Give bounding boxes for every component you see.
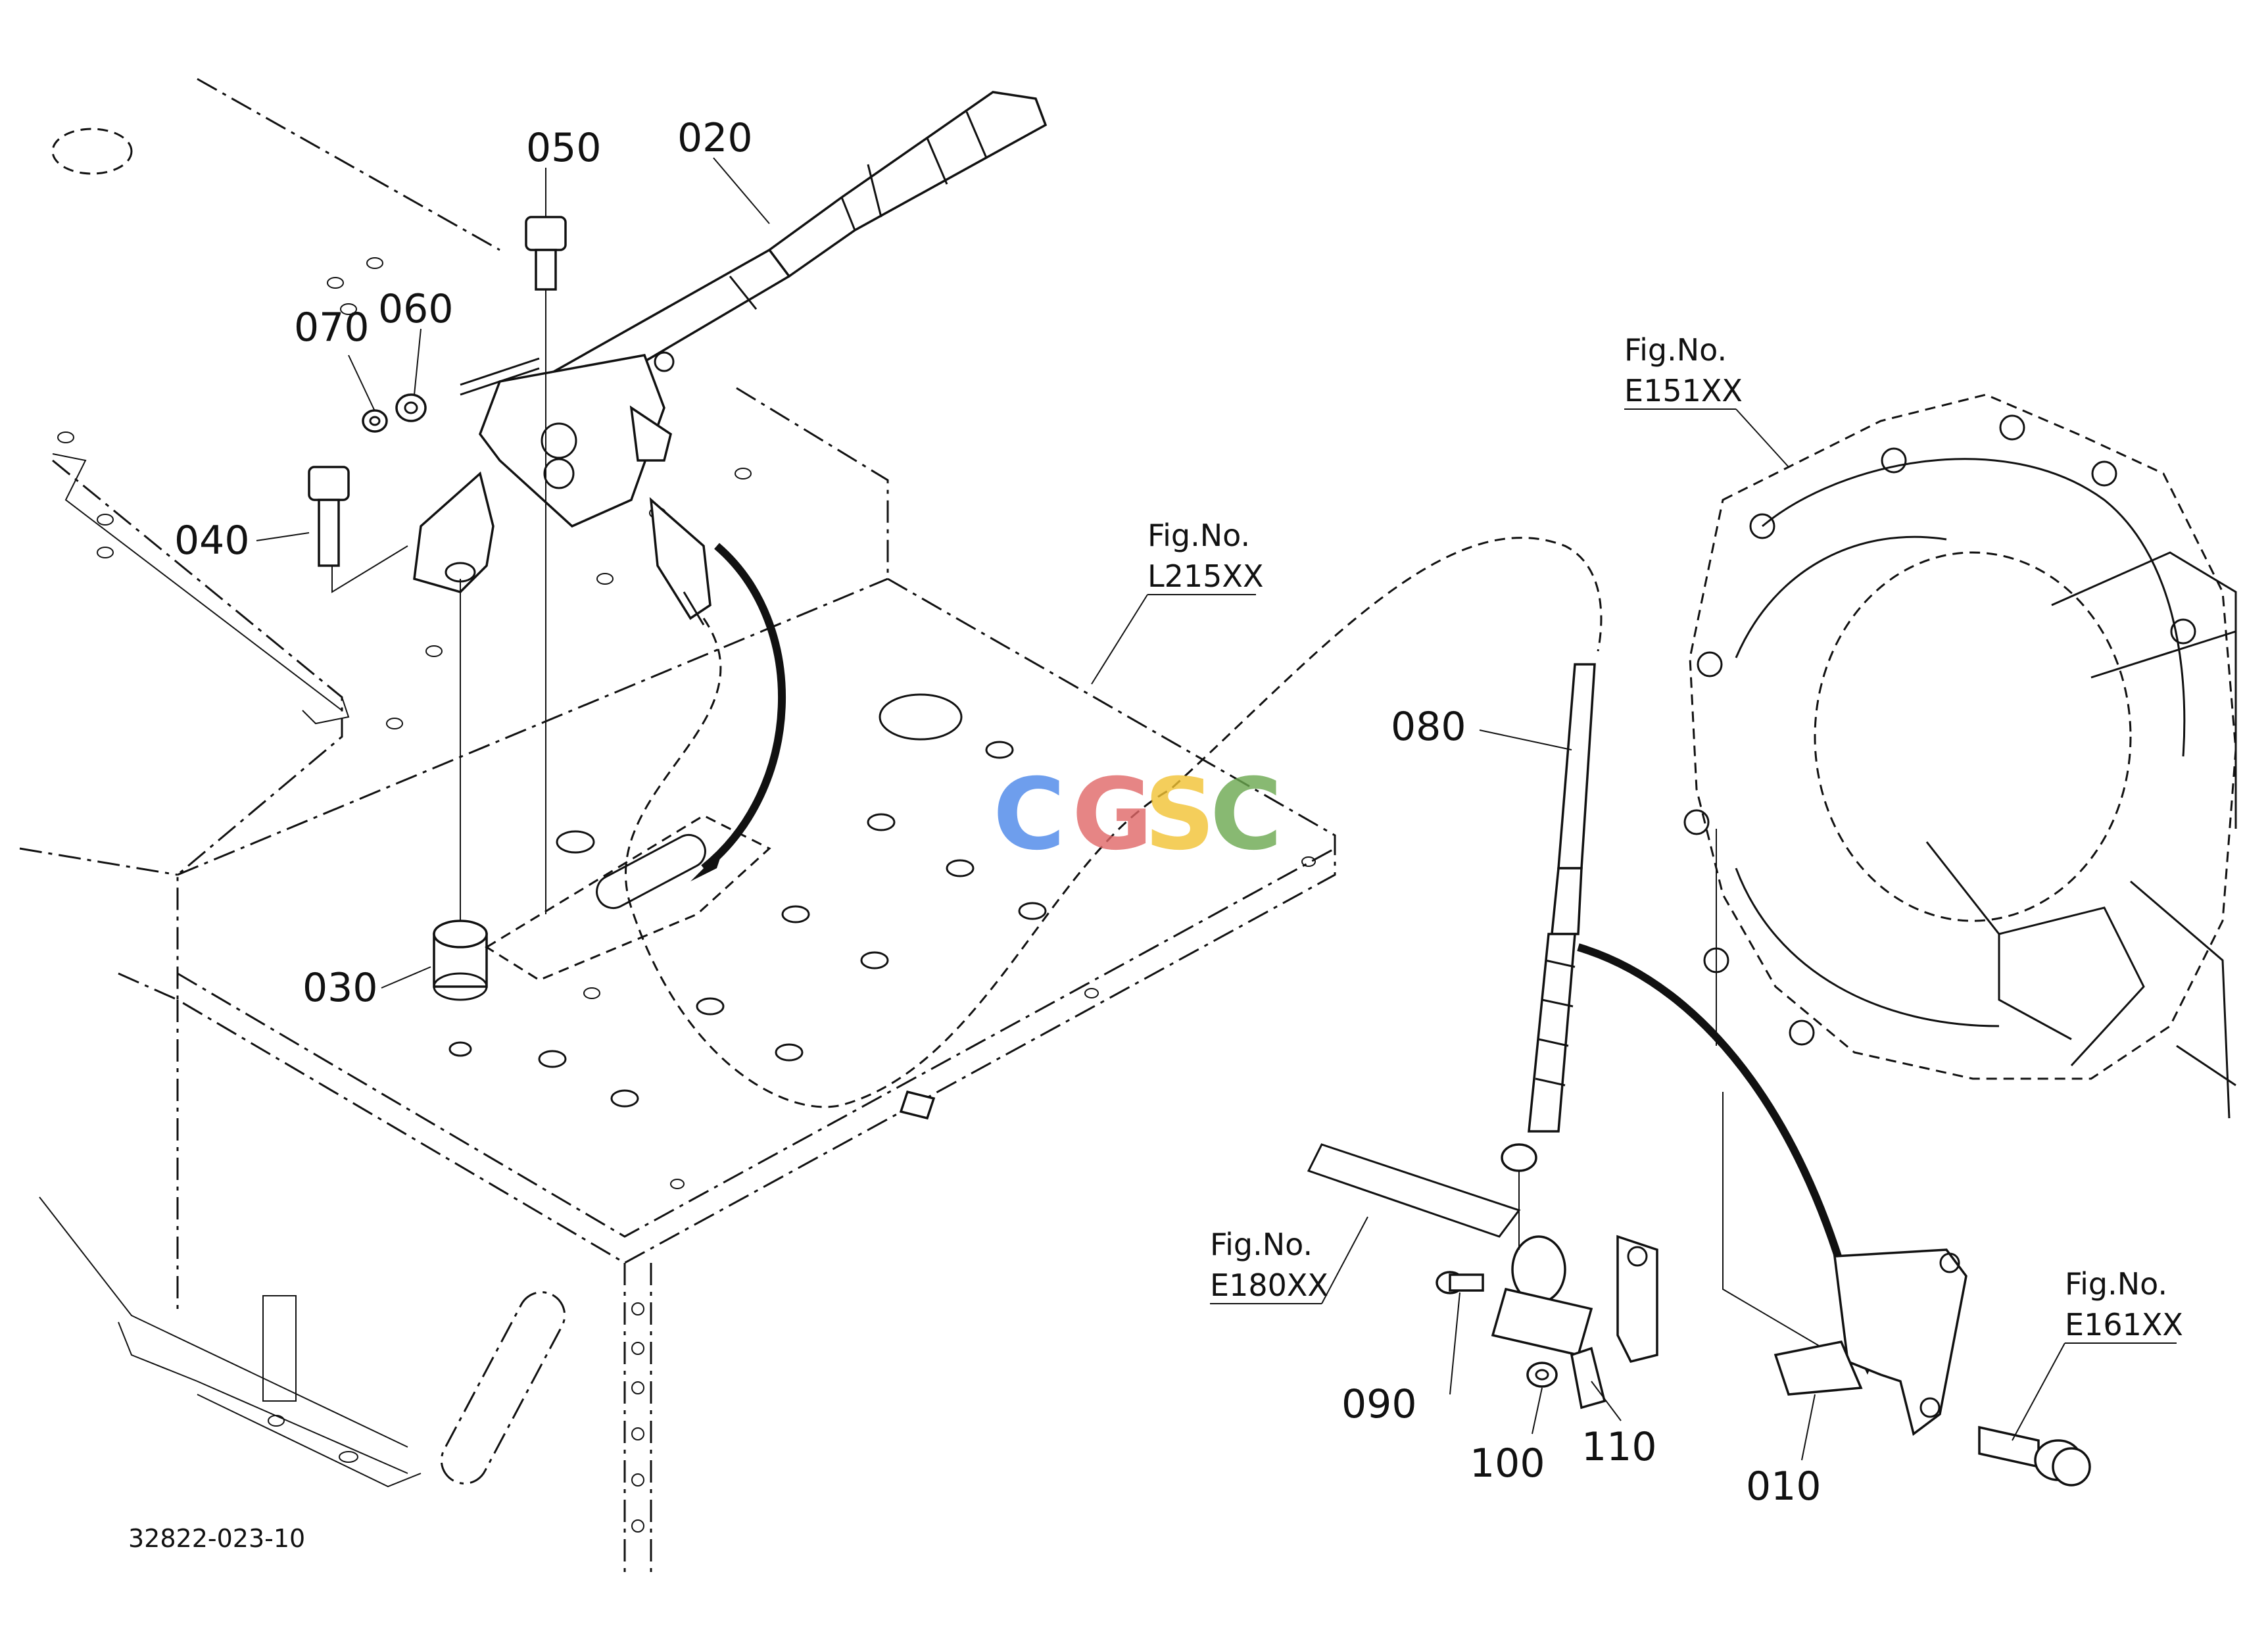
- fig-caption-l215xx: Fig.No.: [1147, 518, 1250, 553]
- spacer-030: [433, 579, 488, 1001]
- transmission-case: [1683, 393, 2237, 1119]
- watermark-letter: S: [1144, 758, 1215, 872]
- front-edge-holes: [631, 1302, 644, 1533]
- part-label-090: 090: [1341, 1381, 1417, 1427]
- floor-deck: [19, 78, 1336, 1579]
- part-label-040: 040: [174, 518, 250, 564]
- watermark-letter: G: [1072, 758, 1153, 872]
- fig-ref-l215xx: L215XX: [1147, 558, 1263, 594]
- leader-lines: [256, 157, 2177, 1461]
- bolt-040: [308, 466, 408, 593]
- fig-caption-e180xx: Fig.No.: [1210, 1227, 1313, 1262]
- part-label-070: 070: [294, 305, 370, 351]
- bolt-050: [525, 216, 567, 914]
- part-labels: 050 020 060 070 040 030 080 090 100 110 …: [174, 115, 1822, 1510]
- fig-ref-e180xx: E180XX: [1210, 1267, 1328, 1303]
- figure-refs: Fig.No. L215XX Fig.No. E151XX Fig.No. E1…: [1147, 332, 2183, 1342]
- brake-cable: [625, 537, 1881, 1375]
- part-label-080: 080: [1391, 704, 1466, 750]
- watermark: C G S C: [993, 758, 1282, 872]
- fig-ref-e151xx: E151XX: [1624, 373, 1743, 408]
- part-label-050: 050: [526, 125, 602, 171]
- watermark-letter: C: [1210, 758, 1282, 872]
- watermark-letter: C: [993, 758, 1065, 872]
- brake-lever: [413, 91, 1048, 626]
- part-label-030: 030: [302, 965, 378, 1011]
- fig-ref-e161xx: E161XX: [2065, 1307, 2183, 1342]
- bolt-e161xx: [1978, 1425, 2091, 1487]
- nut-070: [362, 409, 388, 433]
- fig-caption-e161xx: Fig.No.: [2065, 1266, 2167, 1302]
- bracket-010: [1722, 1092, 1967, 1436]
- drawing-number: 32822-023-10: [128, 1524, 305, 1553]
- part-label-060: 060: [378, 286, 454, 332]
- part-label-010: 010: [1746, 1463, 1822, 1510]
- deck-holes: [57, 257, 1316, 1189]
- part-label-110: 110: [1581, 1424, 1657, 1470]
- washer-060: [395, 393, 427, 422]
- part-label-020: 020: [677, 115, 753, 161]
- fig-caption-e151xx: Fig.No.: [1624, 332, 1727, 368]
- part-label-100: 100: [1470, 1440, 1545, 1487]
- linkage: [1307, 1143, 1658, 1410]
